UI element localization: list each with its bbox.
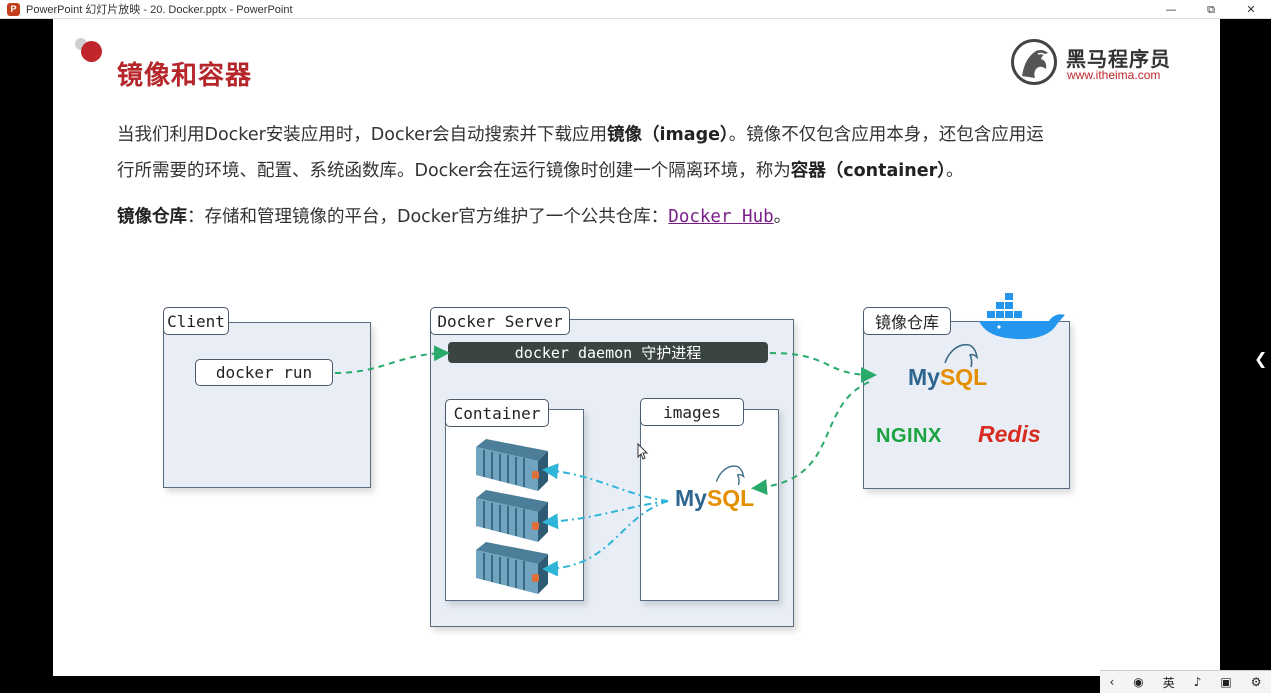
container-ship-1-icon (475, 438, 549, 492)
restore-button[interactable]: ⧉ (1207, 2, 1215, 16)
display-icon[interactable]: ▣ (1220, 675, 1232, 689)
volume-icon[interactable]: ♪ (1193, 675, 1202, 689)
ime-indicator[interactable]: 英 (1162, 675, 1175, 690)
docker-run-command[interactable]: docker run (195, 359, 333, 386)
arrow-image-to-container-3 (542, 500, 669, 577)
docker-daemon-bar: docker daemon 守护进程 (448, 342, 768, 363)
paragraph-registry: 镜像仓库：存储和管理镜像的平台，Docker官方维护了一个公共仓库：Docker… (117, 207, 792, 227)
previous-slide-arrow-icon[interactable]: ❮ (1254, 349, 1268, 368)
window-title: PowerPoint 幻灯片放映 - 20. Docker.pptx - Pow… (26, 4, 293, 16)
system-tray: ‹ ◉ 英 ♪ ▣ ⚙ (1100, 670, 1271, 693)
powerpoint-icon: P (7, 2, 20, 16)
tray-app-icon[interactable]: ◉ (1133, 675, 1144, 689)
tray-chevron-icon[interactable]: ‹ (1109, 675, 1115, 689)
docker-whale-icon (979, 293, 1065, 340)
window-titlebar: P PowerPoint 幻灯片放映 - 20. Docker.pptx - P… (0, 0, 1271, 19)
close-button[interactable]: ✕ (1246, 3, 1256, 16)
slide[interactable]: 镜像和容器 黑马程序员 www.itheima.com 当我们利用Docker安… (53, 19, 1220, 676)
paragraph-images-containers: 当我们利用Docker安装应用时，Docker会自动搜索并下载应用镜像（imag… (117, 125, 1044, 181)
images-mysql-dolphin-icon (715, 465, 745, 486)
registry-box (863, 321, 1070, 489)
docker-server-label: Docker Server (430, 307, 570, 335)
client-label: Client (163, 307, 229, 335)
client-box (163, 322, 371, 488)
arrow-daemon-to-registry (769, 352, 877, 383)
minimize-button[interactable]: — (1165, 3, 1177, 16)
arrow-registry-to-images (751, 381, 870, 496)
arrow-image-to-container-2 (542, 500, 669, 530)
registry-redis-logo: Redis (978, 421, 1041, 447)
horse-logo-icon (1011, 39, 1057, 85)
window-controls: — ⧉ ✕ (1151, 0, 1271, 19)
container-ship-2-icon (475, 489, 549, 543)
title-bullet-red-icon (81, 41, 102, 62)
images-label: images (640, 398, 744, 426)
term-image: 镜像（image） (607, 125, 729, 145)
registry-label: 镜像仓库 (863, 307, 951, 335)
diagram-overlay (334, 345, 877, 595)
term-container: 容器（container） (790, 161, 947, 181)
registry-nginx-logo: NGINX (876, 425, 942, 447)
container-label: Container (445, 399, 549, 427)
mysql-dolphin-icon (944, 343, 979, 368)
docker-hub-link[interactable]: Docker Hub (668, 207, 774, 227)
itheima-logo: 黑马程序员 www.itheima.com (1011, 39, 1181, 85)
arrow-client-to-daemon (334, 345, 450, 374)
registry-mysql-logo: MySQL (908, 364, 988, 390)
mouse-cursor-icon (637, 442, 649, 460)
images-mysql-logo: MySQL (675, 485, 755, 511)
arrow-image-to-container-1 (542, 463, 669, 502)
letterbox-right (1220, 19, 1271, 693)
container-ship-3-icon (475, 541, 549, 595)
term-registry: 镜像仓库 (117, 207, 187, 227)
images-box (640, 409, 779, 601)
slide-title: 镜像和容器 (117, 61, 253, 91)
logo-url: www.itheima.com (1067, 68, 1161, 82)
logo-name: 黑马程序员 (1066, 47, 1171, 71)
letterbox-left (0, 19, 53, 693)
settings-gear-icon[interactable]: ⚙ (1250, 675, 1262, 689)
